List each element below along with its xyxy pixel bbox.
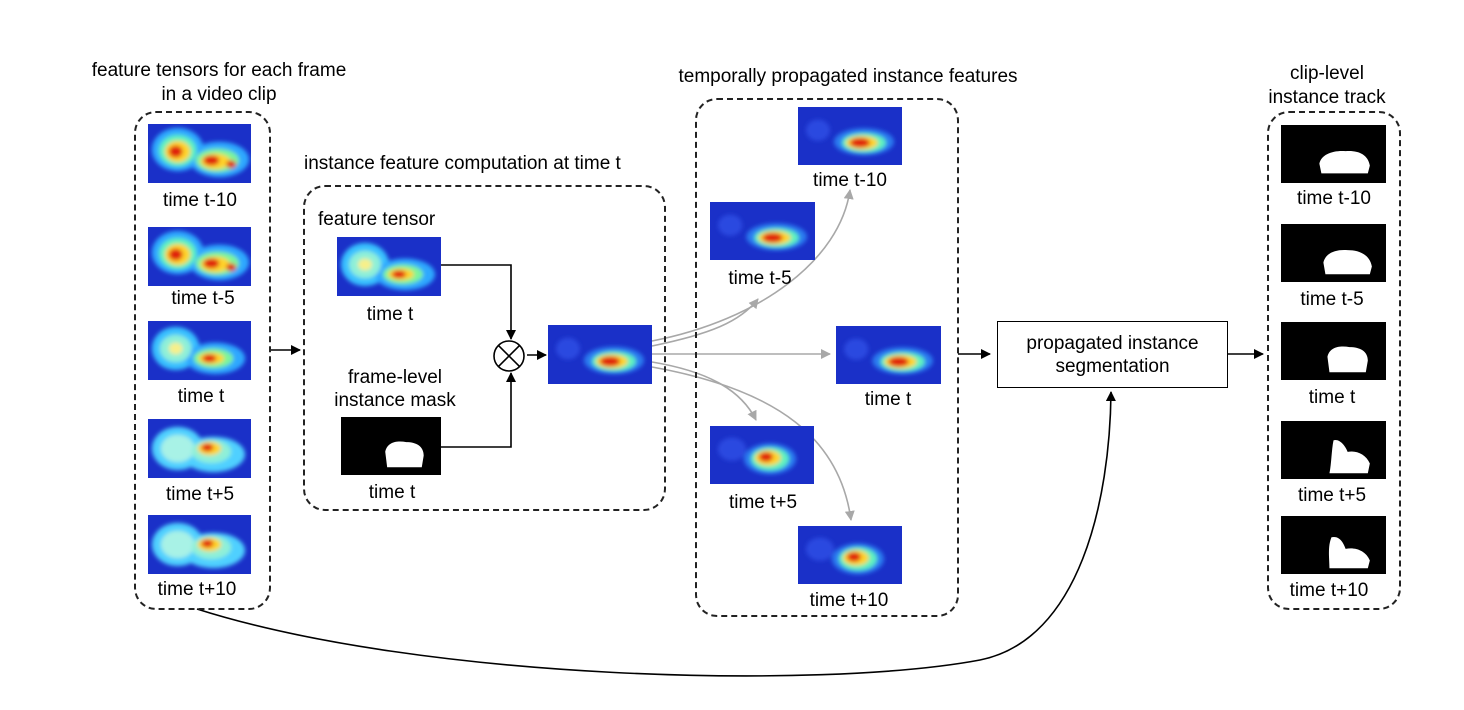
mask-label-line2: instance mask: [334, 390, 456, 411]
feature-map-image: [148, 515, 251, 574]
track-mask-image: [1281, 224, 1386, 282]
propagated-title: temporally propagated instance features: [678, 66, 1018, 87]
frame-label: time t+5: [1297, 485, 1367, 506]
mask-label-line1: frame-level: [348, 367, 442, 388]
propagation-arrow-t-10: [651, 189, 854, 342]
frame-label: time t-10: [1297, 188, 1371, 209]
propagated-feature-image: [836, 326, 941, 384]
computation-group: [303, 185, 666, 511]
propagation-arrow-t-5: [651, 298, 759, 347]
feature-map-image: [148, 124, 251, 183]
track-mask-image: [1281, 125, 1386, 183]
frame-label: time t+10: [1289, 580, 1369, 601]
instance-track-group: [1267, 111, 1401, 610]
frame-label: time t-5: [171, 288, 235, 309]
frame-label: time t-10: [813, 170, 887, 191]
arrow-clip-to-segmentation: [196, 391, 1116, 677]
frame-label: time t-10: [163, 190, 237, 211]
multiply-operator: [492, 339, 526, 373]
frame-label: time t+10: [809, 590, 889, 611]
frame-label: time t: [864, 389, 912, 410]
feature-map-image: [148, 321, 251, 380]
segmentation-process-box: propagated instance segmentation: [997, 321, 1228, 388]
segmentation-label-line2: segmentation: [1055, 355, 1170, 377]
frame-label: time t-5: [1300, 289, 1364, 310]
propagated-feature-image: [798, 526, 902, 584]
propagation-arrow-t+10: [651, 366, 855, 521]
feature-tensor-time: time t: [366, 304, 414, 325]
frame-label: time t: [1308, 387, 1356, 408]
propagated-group: [695, 98, 959, 617]
track-mask-image: [1281, 322, 1386, 380]
arrow-tensor-to-operator: [441, 264, 516, 340]
frame-label: time t: [177, 386, 225, 407]
propagated-feature-image: [798, 107, 902, 165]
track-mask-image: [1281, 421, 1386, 479]
propagated-feature-image: [710, 426, 814, 484]
instance-mask-image: [341, 417, 441, 475]
computation-title: instance feature computation at time t: [304, 153, 621, 174]
instance-feature-image: [548, 325, 652, 384]
track-title-line2: instance track: [1268, 87, 1386, 108]
track-title-line1: clip-level: [1290, 63, 1364, 84]
arrow-mask-to-operator: [441, 372, 516, 448]
clip-features-group: [134, 111, 271, 610]
clip-features-title-line1: feature tensors for each frame: [91, 60, 347, 81]
segmentation-label-line1: propagated instance: [1026, 332, 1199, 354]
feature-map-image: [148, 227, 251, 286]
feature-tensor-label: feature tensor: [318, 209, 436, 230]
frame-label: time t+5: [728, 492, 798, 513]
feature-map-image: [148, 419, 251, 478]
mask-time: time t: [368, 482, 416, 503]
track-mask-image: [1281, 516, 1386, 574]
frame-label: time t+10: [157, 579, 237, 600]
clip-features-title-line2: in a video clip: [161, 84, 277, 105]
propagated-feature-image: [710, 202, 815, 260]
frame-label: time t-5: [728, 268, 792, 289]
feature-tensor-image: [337, 237, 441, 296]
frame-label: time t+5: [165, 484, 235, 505]
